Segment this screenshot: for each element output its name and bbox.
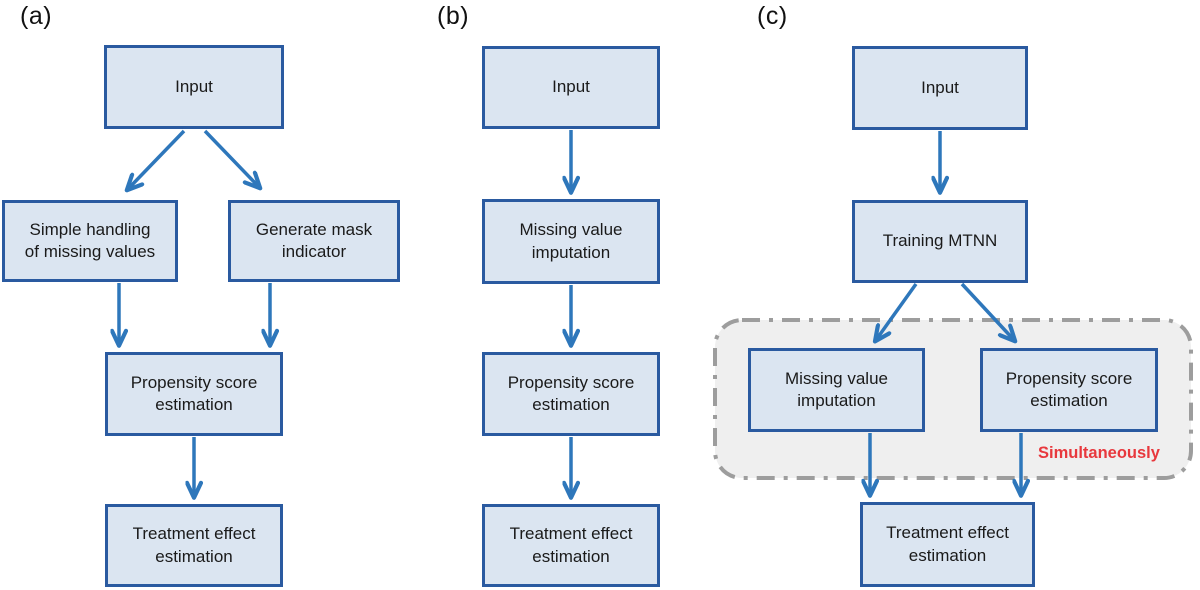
node-a-generate-mask: Generate mask indicator bbox=[228, 200, 400, 282]
arrow-c-training-to-propensity bbox=[960, 282, 1014, 340]
node-a-propensity: Propensity score estimation bbox=[105, 352, 283, 436]
node-c-input: Input bbox=[852, 46, 1028, 130]
panel-label-c: (c) bbox=[757, 2, 788, 30]
node-a-treatment: Treatment effect estimation bbox=[105, 504, 283, 587]
arrow-a-input-to-generate-mask bbox=[203, 129, 259, 187]
node-c-treatment: Treatment effect estimation bbox=[860, 502, 1035, 587]
node-b-imputation: Missing value imputation bbox=[482, 199, 660, 284]
panel-label-b: (b) bbox=[437, 2, 470, 30]
node-b-propensity: Propensity score estimation bbox=[482, 352, 660, 436]
node-c-imputation: Missing value imputation bbox=[748, 348, 925, 432]
node-a-input: Input bbox=[104, 45, 284, 129]
node-a-simple-handling: Simple handling of missing values bbox=[2, 200, 178, 282]
panel-label-a: (a) bbox=[20, 2, 53, 30]
node-b-treatment: Treatment effect estimation bbox=[482, 504, 660, 587]
arrow-c-training-to-imputation bbox=[876, 282, 918, 340]
arrow-a-input-to-simple-handling bbox=[128, 129, 186, 189]
node-c-propensity: Propensity score estimation bbox=[980, 348, 1158, 432]
node-c-training-mtnn: Training MTNN bbox=[852, 200, 1028, 283]
simultaneously-annotation: Simultaneously bbox=[1038, 444, 1160, 462]
node-b-input: Input bbox=[482, 46, 660, 129]
